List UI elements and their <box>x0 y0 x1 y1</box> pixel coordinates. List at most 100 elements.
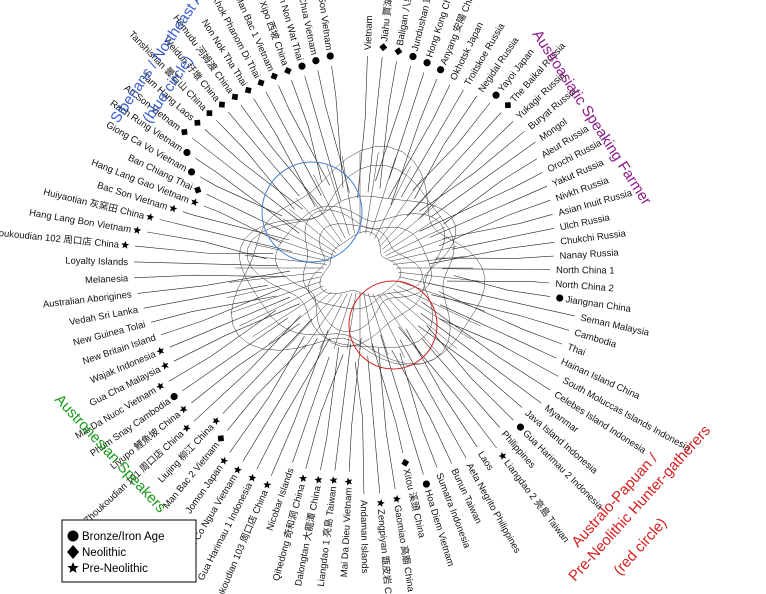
taxon-label: North China 1 <box>556 265 615 277</box>
reticulation-spoke <box>374 166 411 239</box>
reticulation-spoke <box>295 198 340 246</box>
network-edge <box>421 338 500 428</box>
network-edge <box>193 315 301 422</box>
network-reticulation <box>227 146 486 366</box>
network-edge <box>270 330 329 476</box>
reticulation-spoke <box>380 190 432 246</box>
network-edge <box>146 231 267 260</box>
reticulation-spoke <box>252 289 327 337</box>
network-edge <box>419 130 525 212</box>
bronze-iron-age-symbol <box>67 530 79 542</box>
neolithic-marker <box>270 72 278 80</box>
network-edge <box>399 339 467 459</box>
taxon-label: Andaman Islands <box>358 500 370 574</box>
neolithic-marker <box>218 101 225 108</box>
network-edge <box>418 325 523 408</box>
reticulation-ring <box>308 223 423 310</box>
taxon-name: Melanesia <box>85 273 129 286</box>
reticulation-spoke <box>227 276 321 298</box>
network-edge <box>400 89 464 198</box>
network-edge <box>391 349 452 464</box>
pre-neolithic-marker <box>220 456 229 465</box>
network-edge <box>453 275 550 297</box>
reticulation-spoke <box>303 293 343 350</box>
neolithic-marker <box>181 128 188 136</box>
bronze-iron-age-marker <box>183 148 191 157</box>
network-edge <box>320 347 339 471</box>
bronze-iron-age-marker <box>423 59 431 67</box>
neolithic-marker <box>194 186 202 194</box>
network-edge <box>367 355 380 494</box>
network-edge <box>438 291 563 345</box>
network-edge <box>379 61 397 189</box>
pre-neolithic-marker <box>263 480 272 489</box>
reticulation-spoke <box>326 164 350 236</box>
network-edge <box>378 347 396 490</box>
pre-neolithic-marker <box>121 240 130 249</box>
reticulation-spoke <box>363 292 374 353</box>
network-edge <box>192 137 301 222</box>
reticulation-spoke <box>387 236 451 259</box>
network-edge <box>371 343 404 454</box>
network-edge <box>200 176 282 217</box>
pre-neolithic-marker <box>182 424 191 433</box>
neolithic-marker <box>284 66 292 75</box>
pre-neolithic-marker <box>160 361 169 370</box>
pre-neolithic-marker <box>498 452 507 461</box>
network-edge <box>228 111 300 197</box>
taxon-name: Vietnam <box>363 15 375 50</box>
network-edge <box>405 328 478 448</box>
taxon-name: Andaman Islands <box>358 500 370 574</box>
pre-neolithic-symbol <box>67 562 79 573</box>
pre-neolithic-marker <box>314 475 323 484</box>
network-edge <box>242 337 318 462</box>
bronze-iron-age-marker <box>409 52 417 61</box>
pre-neolithic-marker <box>156 382 165 391</box>
network-edge <box>412 102 491 191</box>
network-edge <box>222 318 313 414</box>
neolithic-marker <box>217 435 224 442</box>
network-edge <box>206 194 281 231</box>
network-edge <box>380 334 424 475</box>
network-edge <box>204 129 303 210</box>
pre-neolithic-marker <box>392 494 401 503</box>
reticulation-spoke <box>398 281 486 312</box>
reticulation-spoke <box>390 246 457 262</box>
network-edge <box>292 356 330 463</box>
taxon-label: Vietnam <box>363 15 375 50</box>
pre-neolithic-marker <box>344 477 353 486</box>
network-edge <box>229 336 305 453</box>
reticulation-spoke <box>399 276 485 297</box>
legend-label-neolithic: Neolithic <box>82 547 126 559</box>
network-edge <box>240 104 323 209</box>
reticulation-spoke <box>393 289 472 340</box>
network-edge <box>406 112 502 217</box>
reticulation-spoke <box>385 226 446 256</box>
network-edge <box>265 91 322 196</box>
pre-neolithic-marker <box>156 347 165 356</box>
network-edge <box>159 219 293 252</box>
legend-box <box>61 519 197 583</box>
neolithic-marker <box>194 119 201 126</box>
bronze-iron-age-marker <box>312 57 320 65</box>
neolithic-marker <box>206 110 213 116</box>
reticulation-spoke <box>268 291 332 345</box>
network-edge <box>357 56 368 199</box>
network-edge <box>438 318 559 377</box>
network-edge <box>160 288 281 336</box>
network-edge <box>150 295 277 323</box>
network-edge <box>442 214 553 239</box>
reticulation-spoke <box>372 293 405 358</box>
reticulation-spoke <box>255 244 330 262</box>
reticulation-spoke <box>265 235 333 259</box>
network-edge <box>426 325 514 421</box>
reticulation-spoke <box>398 271 481 282</box>
network-edge <box>429 242 555 264</box>
bronze-iron-age-marker <box>422 480 430 488</box>
bronze-iron-age-marker <box>492 91 500 99</box>
hunter-gatherer-cluster-circle <box>348 280 438 370</box>
legend: Bronze/Iron Age Neolithic Pre-Neolithic <box>61 519 197 583</box>
network-edge <box>256 337 331 470</box>
pre-neolithic-marker <box>179 405 188 414</box>
